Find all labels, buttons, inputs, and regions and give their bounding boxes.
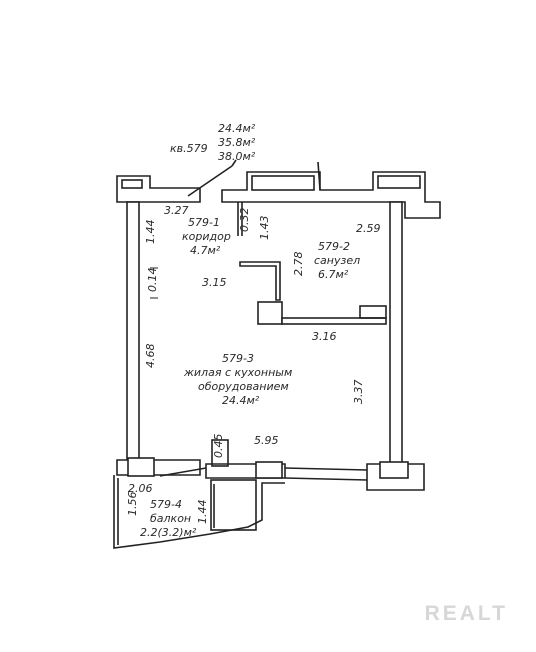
window-balcony-door bbox=[211, 439, 229, 467]
room-579-2-area: 6.7м² bbox=[318, 268, 349, 281]
dim-1-56: 1.56 bbox=[126, 492, 139, 517]
dim-0-45: 0.45 bbox=[212, 434, 225, 459]
dim-0-32: 0.32 bbox=[238, 208, 251, 233]
apartment-area-with-balcony: 38.0м² bbox=[218, 150, 256, 163]
room-579-1-area: 4.7м² bbox=[190, 244, 221, 257]
dim-4-68: 4.68 bbox=[144, 344, 157, 369]
room-579-3-name-line1: жилая с кухонным bbox=[183, 366, 292, 379]
room-579-3-area: 24.4м² bbox=[222, 394, 260, 407]
dim-2-78: 2.78 bbox=[292, 252, 305, 277]
column-bottom-left bbox=[127, 457, 155, 477]
dim-2-06: 2.06 bbox=[128, 482, 153, 495]
wall-bathroom-l bbox=[239, 261, 281, 301]
room-579-2-name: санузел bbox=[314, 254, 360, 267]
room-579-3-id: 579-3 bbox=[222, 352, 254, 365]
column-bottom-right bbox=[379, 461, 409, 479]
dim-1-44-top: 1.44 bbox=[144, 220, 157, 245]
room-579-1-id: 579-1 bbox=[188, 216, 220, 229]
window-top-left bbox=[121, 179, 143, 189]
room-579-1-name: коридор bbox=[182, 230, 231, 243]
column-bottom-mid bbox=[255, 461, 283, 479]
dim-3-37: 3.37 bbox=[352, 380, 365, 405]
room-579-4-area: 2.2(3.2)м² bbox=[140, 526, 197, 539]
dim-2-59: 2.59 bbox=[356, 222, 381, 235]
apartment-area-living: 24.4м² bbox=[218, 122, 256, 135]
dim-3-27: 3.27 bbox=[164, 204, 189, 217]
room-579-4-id: 579-4 bbox=[150, 498, 182, 511]
dim-3-16: 3.16 bbox=[312, 330, 337, 343]
wall-left bbox=[126, 201, 140, 461]
dim-0-14: 0.14 bbox=[146, 268, 159, 293]
dim-1-44-bottom: 1.44 bbox=[196, 500, 209, 525]
room-579-4-name: балкон bbox=[150, 512, 191, 525]
dim-5-95: 5.95 bbox=[254, 434, 279, 447]
dim-1-43: 1.43 bbox=[258, 216, 271, 241]
walls bbox=[113, 159, 441, 549]
window-top-right bbox=[377, 175, 421, 189]
apartment-area-total: 35.8м² bbox=[218, 136, 256, 149]
wall-right bbox=[389, 201, 403, 465]
window-top-mid bbox=[251, 175, 315, 191]
dim-3-15: 3.15 bbox=[202, 276, 227, 289]
wall-bathroom-bottom bbox=[281, 317, 387, 325]
room-579-2-id: 579-2 bbox=[318, 240, 350, 253]
dimension-ticks bbox=[150, 267, 158, 299]
room-579-3-name-line2: оборудованием bbox=[198, 380, 289, 393]
apartment-number: кв.579 bbox=[170, 142, 208, 155]
balcony-rail bbox=[210, 479, 257, 531]
bathroom-shaft bbox=[257, 301, 283, 325]
realt-watermark: REALT bbox=[424, 602, 508, 625]
wall-top-right bbox=[221, 171, 441, 219]
